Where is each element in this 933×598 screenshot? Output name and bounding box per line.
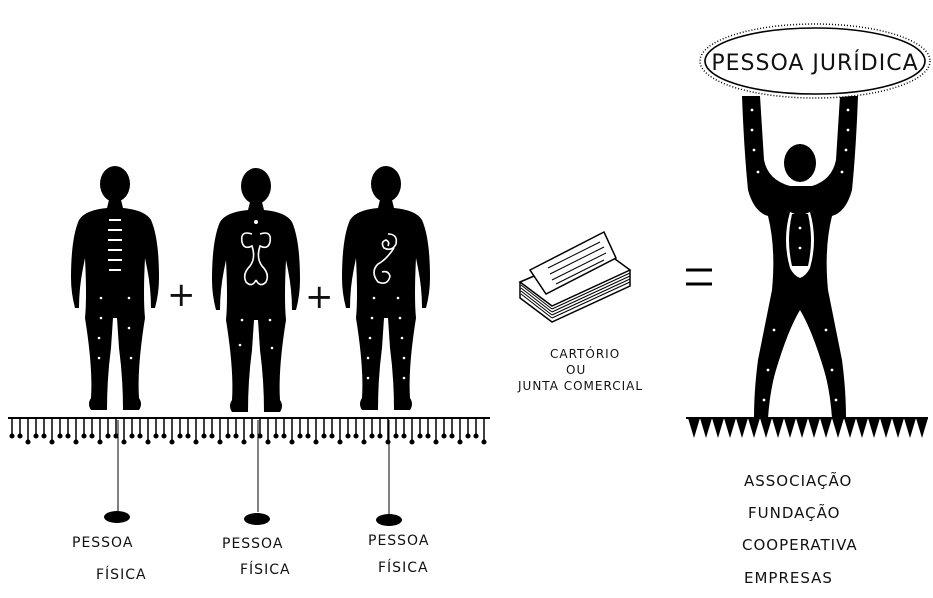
registry-line3: JUNTA COMERCIAL bbox=[517, 379, 643, 393]
entity-title: PESSOA JURÍDICA bbox=[711, 50, 918, 76]
root-disk-1 bbox=[104, 511, 130, 523]
entity-type-3: COOPERATIVA bbox=[742, 536, 858, 554]
entity-type-2: FUNDAÇÃO bbox=[748, 503, 840, 522]
natural-person-3 bbox=[342, 166, 430, 410]
root-disk-3 bbox=[376, 514, 402, 526]
plus-sign-1: + bbox=[167, 275, 197, 315]
equals-sign bbox=[686, 270, 712, 284]
natural-person-2 bbox=[212, 168, 300, 412]
ground-line bbox=[8, 418, 490, 444]
person-3-label-line1: PESSOA bbox=[368, 533, 429, 549]
natural-person-1 bbox=[71, 166, 159, 410]
plus-sign-2: + bbox=[305, 277, 335, 317]
entity-type-4: EMPRESAS bbox=[744, 569, 833, 587]
entity-ground bbox=[686, 418, 928, 438]
registry-line1: CARTÓRIO bbox=[550, 346, 620, 361]
legal-entity-figure bbox=[742, 96, 858, 418]
registry-line2: OU bbox=[566, 363, 586, 377]
person-3-label-line2: FÍSICA bbox=[378, 559, 429, 576]
entity-type-1: ASSOCIAÇÃO bbox=[744, 471, 852, 490]
person-1-label-line2: FÍSICA bbox=[96, 566, 147, 583]
document-stack-icon bbox=[520, 232, 630, 322]
person-1-label-line1: PESSOA bbox=[72, 535, 133, 551]
person-2-label-line2: FÍSICA bbox=[240, 561, 291, 578]
person-2-label-line1: PESSOA bbox=[222, 536, 283, 552]
root-disk-2 bbox=[244, 513, 270, 525]
